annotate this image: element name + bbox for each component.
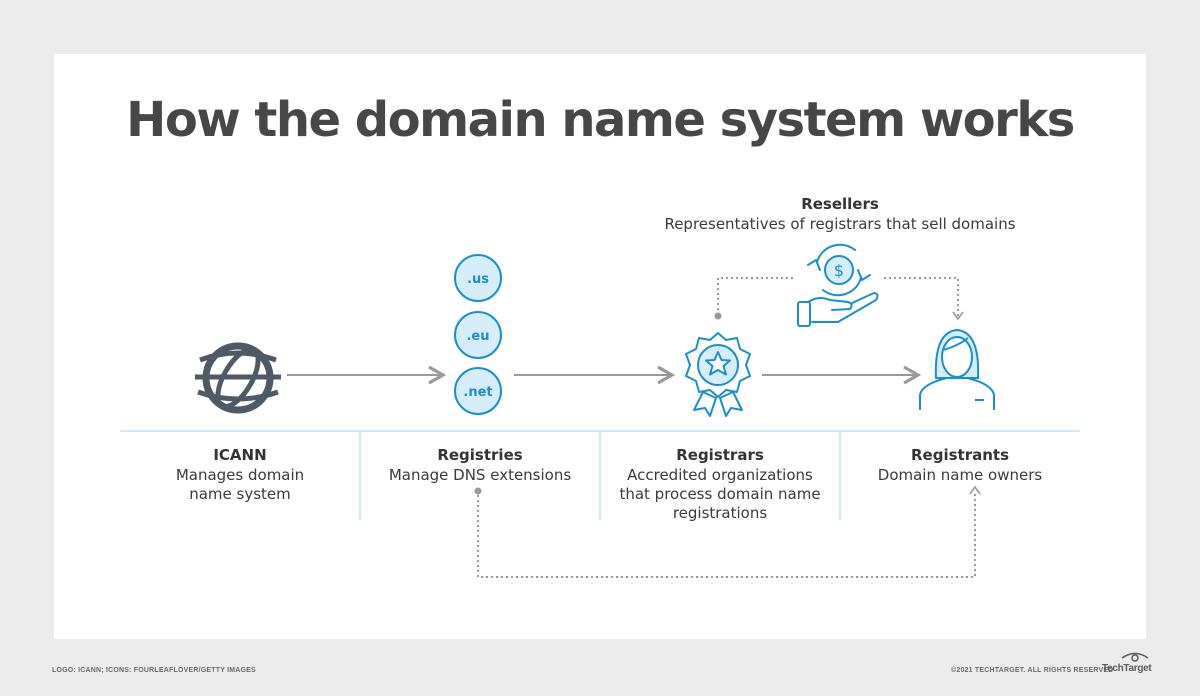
column-registrants: Registrants Domain name owners xyxy=(850,446,1070,485)
eye-logo-icon xyxy=(1121,652,1149,662)
brand-logo: TechTarget xyxy=(1102,652,1152,674)
column-description: Accredited organizations that process do… xyxy=(619,466,821,522)
column-registries: Registries Manage DNS extensions xyxy=(370,446,590,485)
svg-text:$: $ xyxy=(834,261,844,280)
brand-name: TechTarget xyxy=(1102,663,1152,674)
person-icon xyxy=(919,329,995,410)
connector-dot xyxy=(714,312,722,320)
column-heading: Registries xyxy=(437,446,523,464)
tld-badge-us: .us xyxy=(454,254,502,302)
award-badge-icon xyxy=(685,332,751,417)
copyright: ©2021 TECHTARGET. ALL RIGHTS RESERVED xyxy=(951,667,1114,674)
tld-label: .us xyxy=(467,272,489,287)
column-description: Manage DNS extensions xyxy=(388,466,572,484)
column-heading: ICANN xyxy=(213,446,267,464)
tld-badge-net: .net xyxy=(454,367,502,415)
resellers-label: Resellers Representatives of registrars … xyxy=(640,195,1040,234)
page-title: How the domain name system works xyxy=(126,92,1075,148)
column-description: Manages domain name system xyxy=(175,466,305,503)
column-description: Domain name owners xyxy=(877,466,1043,484)
column-heading: Registrants xyxy=(911,446,1009,464)
connector-arrowhead xyxy=(952,311,964,321)
tld-label: .eu xyxy=(466,329,489,344)
registry-registrant-connector xyxy=(474,485,981,578)
money-hand-icon: $ xyxy=(797,243,879,327)
tld-badge-eu: .eu xyxy=(454,311,502,359)
image-credit: LOGO: ICANN; ICONS: FOURLEAFLOVER/GETTY … xyxy=(52,667,256,674)
resellers-description: Representatives of registrars that sell … xyxy=(664,215,1016,233)
column-registrars: Registrars Accredited organizations that… xyxy=(610,446,830,523)
reseller-connector xyxy=(717,277,959,316)
globe-icon xyxy=(195,342,281,414)
tld-label: .net xyxy=(463,385,492,400)
column-heading: Registrars xyxy=(676,446,764,464)
resellers-heading: Resellers xyxy=(801,195,879,213)
column-icann: ICANN Manages domain name system xyxy=(130,446,350,504)
